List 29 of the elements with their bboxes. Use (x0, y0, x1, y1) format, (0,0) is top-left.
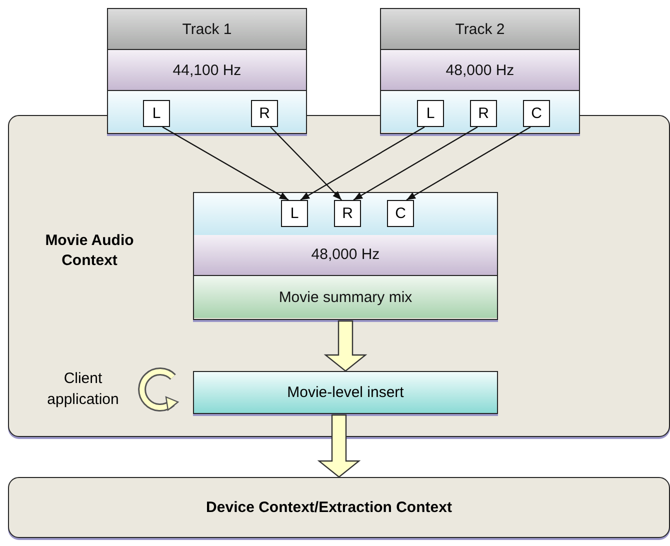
flow-arrow (324, 320, 368, 372)
channel-box: L (281, 200, 308, 227)
sample-rate: 48,000 Hz (311, 246, 380, 264)
channel-box: R (251, 100, 278, 127)
channel-box: C (387, 200, 414, 227)
mix-label: Movie summary mix (278, 288, 412, 306)
context-panel (8, 477, 670, 538)
arrow (270, 126, 342, 200)
channel-box: L (417, 100, 444, 127)
track-title: Track 1 (182, 20, 232, 38)
arrow (406, 126, 531, 201)
track-stack (107, 8, 307, 134)
insert-box: Movie-level insert (193, 371, 498, 414)
arrow (300, 126, 425, 201)
channel-box: R (470, 100, 497, 127)
sample-rate: 44,100 Hz (172, 62, 242, 78)
arrow (162, 126, 289, 201)
channel-box: L (143, 100, 170, 127)
flow-arrow (317, 414, 361, 478)
track-title: Track 2 (455, 20, 505, 38)
mix-stack (193, 192, 498, 320)
track-stack (380, 8, 580, 134)
channel-box: R (334, 200, 361, 227)
panel-heading: Device Context/Extraction Context (206, 498, 453, 518)
sample-rate: 48,000 Hz (446, 62, 514, 78)
caption-text: Client application (46, 369, 120, 410)
arrow (353, 126, 478, 201)
channel-box: C (523, 100, 550, 127)
panel-heading: Movie Audio Context (44, 231, 135, 271)
